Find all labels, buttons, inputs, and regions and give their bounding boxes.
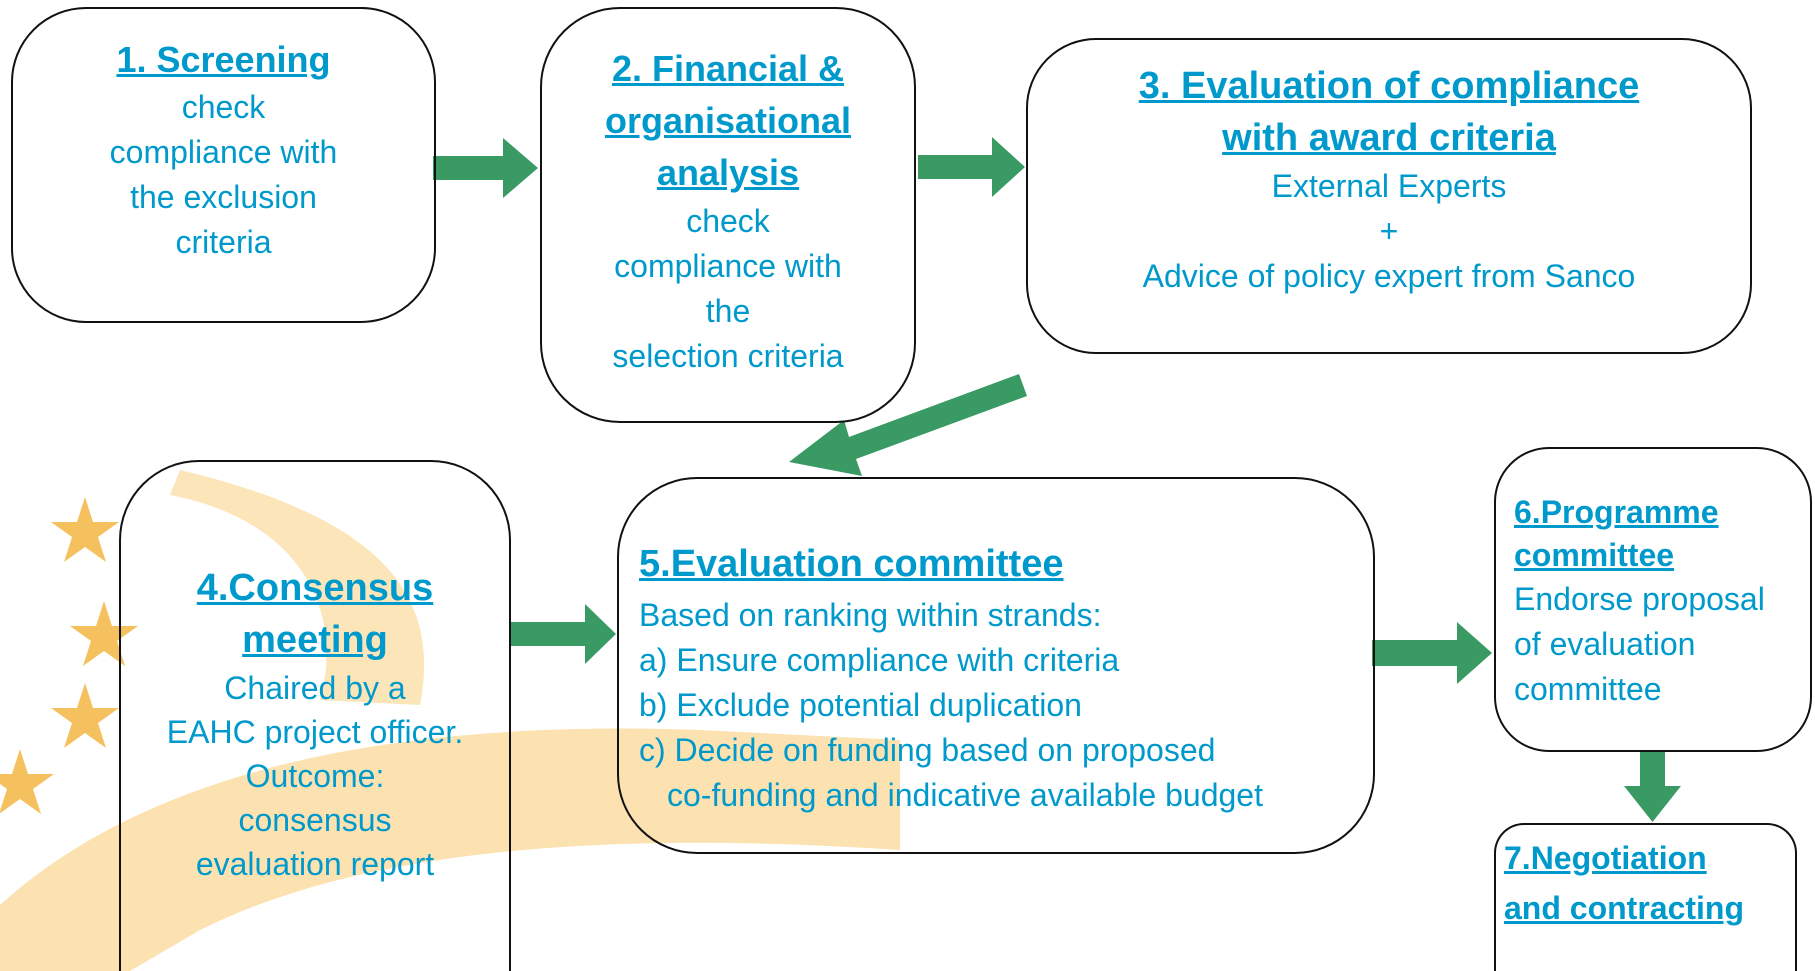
step-4-text-line: EAHC project officer. [166, 714, 464, 750]
step-5-evaluation-committee-box: 5.Evaluation committee Based on ranking … [617, 477, 1375, 854]
step-2-text-line: selection criteria [612, 338, 844, 374]
step-6-title-line: committee [1514, 537, 1675, 573]
step-5-text-line: co-funding and indicative available budg… [667, 777, 1263, 813]
step-7-negotiation-box: 7.Negotiation and contracting [1494, 823, 1797, 971]
step-2-title-line: 2. Financial & [611, 48, 845, 89]
arrow-6-to-7 [1624, 751, 1681, 822]
step-3-title-line: 3. Evaluation of compliance [1138, 65, 1640, 107]
step-1-text-line: compliance with [109, 134, 338, 170]
step-4-text-line: consensus [238, 802, 392, 838]
step-2-financial-analysis-box: 2. Financial & organisational analysis c… [540, 7, 916, 423]
step-6-text-line: Endorse proposal [1514, 581, 1765, 617]
step-3-text-line: Advice of policy expert from Sanco [1142, 258, 1636, 294]
star-icon [70, 601, 138, 666]
step-3-text-line: + [1379, 213, 1399, 249]
step-3-title-line: with award criteria [1222, 117, 1556, 159]
step-7-title-line: and contracting [1504, 890, 1745, 926]
background-arc [170, 470, 425, 705]
step-3-award-criteria-box: 3. Evaluation of compliance with award c… [1026, 38, 1752, 354]
step-4-title-line: meeting [242, 619, 388, 661]
star-icon [0, 749, 54, 814]
step-2-text-line: the [705, 293, 751, 329]
arrow-2-to-3 [918, 137, 1025, 197]
step-1-screening-box: 1. Screening check compliance with the e… [11, 7, 436, 323]
arrow-4-to-5 [511, 604, 616, 664]
arrow-5-to-6 [1372, 622, 1492, 684]
step-4-title-line: 4.Consensus [196, 567, 434, 609]
step-5-title: 5.Evaluation committee [639, 543, 1064, 585]
step-5-text-line: a) Ensure compliance with criteria [639, 642, 1120, 678]
step-6-text-line: of evaluation [1514, 626, 1696, 662]
step-6-text-line: committee [1514, 671, 1662, 707]
step-4-consensus-meeting-box: 4.Consensus meeting Chaired by a EAHC pr… [119, 460, 511, 971]
step-2-text-line: compliance with [614, 248, 842, 284]
step-6-programme-committee-box: 6.Programme committee Endorse proposal o… [1494, 447, 1812, 752]
step-1-title: 1. Screening [116, 39, 331, 80]
arrow-1-to-2 [433, 138, 538, 198]
star-icon [51, 497, 119, 562]
step-2-title-line: analysis [656, 152, 800, 193]
step-2-title-line: organisational [604, 100, 852, 141]
step-1-text-line: the exclusion [130, 179, 317, 215]
step-1-text-line: check [181, 89, 266, 125]
step-5-text-line: b) Exclude potential duplication [639, 687, 1082, 723]
star-icon [51, 683, 119, 748]
arrow-3-to-5 [789, 374, 1027, 476]
step-1-text-line: criteria [175, 224, 272, 260]
step-2-text-line: check [686, 203, 770, 239]
step-5-text-line: c) Decide on funding based on proposed [639, 732, 1216, 768]
step-7-title-line: 7.Negotiation [1504, 840, 1707, 876]
step-6-title-line: 6.Programme [1514, 494, 1719, 530]
step-4-text-line: Outcome: [245, 758, 385, 794]
step-3-text-line: External Experts [1271, 168, 1507, 204]
step-4-text-line: Chaired by a [224, 670, 406, 706]
step-4-text-line: evaluation report [195, 846, 435, 882]
step-5-text-line: Based on ranking within strands: [639, 597, 1102, 633]
